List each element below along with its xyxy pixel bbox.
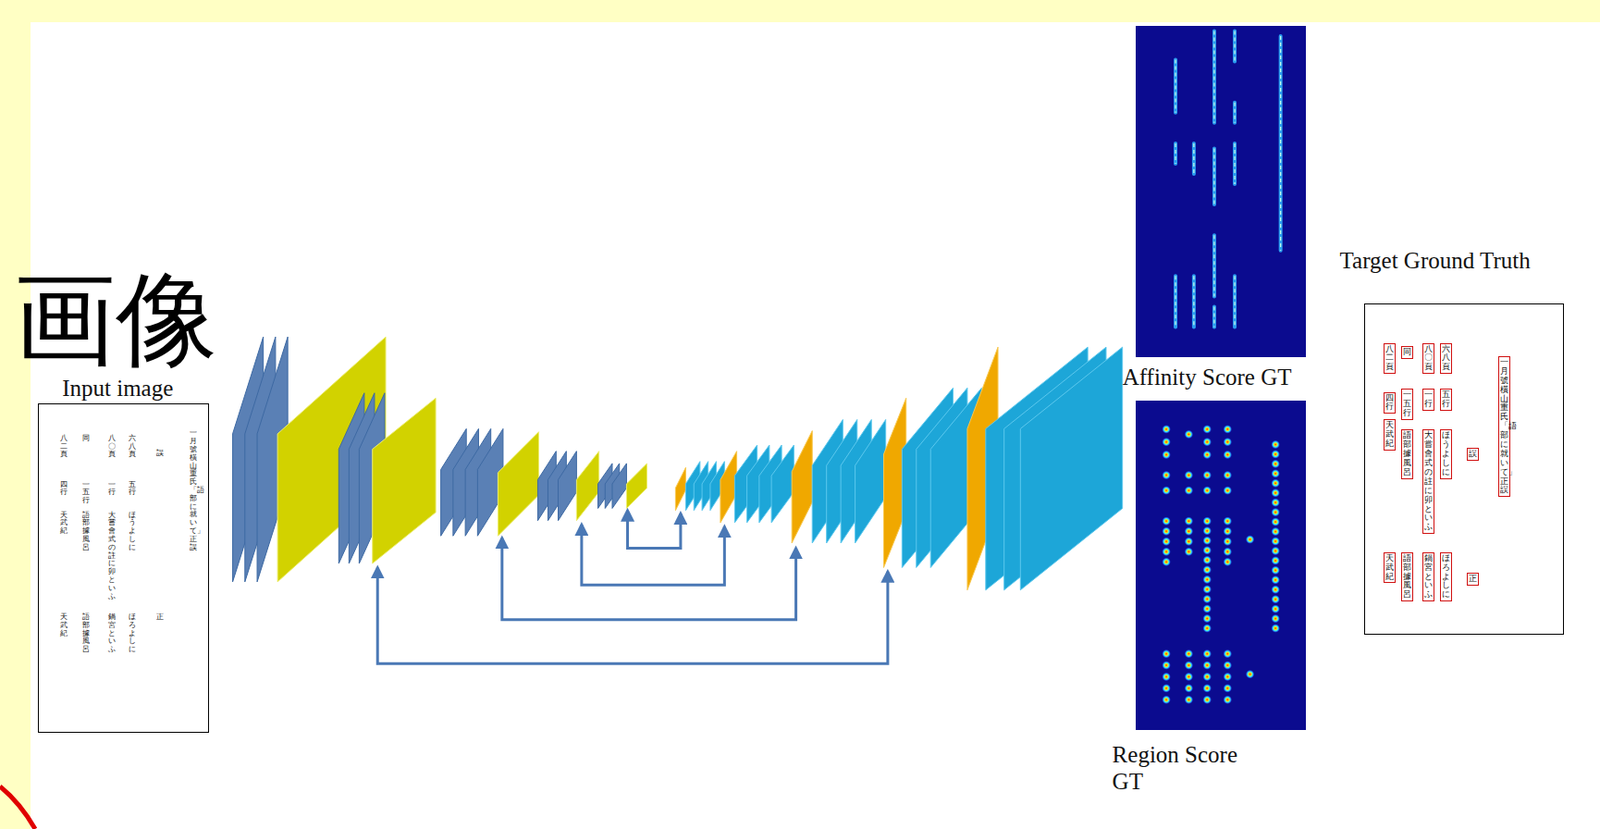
document-text: 一五行 (82, 480, 90, 505)
skip-connection (377, 566, 888, 664)
conv-layer (771, 444, 794, 523)
document-text: ほうよしに (128, 511, 136, 553)
region-text: 八〇頁 (1424, 344, 1433, 373)
region-text: 誤 (1468, 449, 1477, 459)
conv-layer (1020, 346, 1122, 591)
region-text: 六八頁 (1441, 344, 1451, 373)
panel-heading: Region Score GT (1112, 741, 1261, 796)
conv-layer (675, 467, 686, 510)
region-text: 五行 (1441, 390, 1451, 409)
document-text: ほろよしに (128, 613, 136, 654)
conv-layer (612, 463, 627, 509)
region-text: 大嘗會式の註に卯といふ (1424, 430, 1433, 532)
slide-decoration (0, 786, 36, 829)
region-text: 同 (1403, 347, 1412, 357)
document-image: Target Ground Truth一月號橫山重氏「語部に就いて」正誤誤六八頁… (1364, 303, 1564, 636)
text-region-box: 一五行 (1401, 388, 1414, 420)
slide-title: 画像 (13, 268, 218, 370)
document-text: 正 (156, 613, 164, 622)
region-text: ほろよしに (1441, 553, 1451, 600)
heatmap (1135, 400, 1306, 730)
text-region-box: ほろよしに (1440, 552, 1453, 602)
region-text: 天武紀 (1385, 553, 1394, 582)
region-text: 天武紀 (1385, 420, 1394, 449)
region-text: 語部據風呂 (1403, 553, 1412, 600)
skip-connection (581, 524, 725, 585)
text-region-box: 正 (1466, 572, 1479, 586)
text-region-box: 八〇頁 (1422, 343, 1435, 375)
document-text: 鍋宮といふ (108, 613, 116, 654)
text-region-box: 語部據風呂 (1401, 429, 1414, 479)
region-text: 八二頁 (1385, 344, 1394, 373)
document-text: 六八頁 (128, 434, 136, 459)
text-region-box: 六八頁 (1440, 343, 1453, 375)
text-region-box: 八二頁 (1383, 343, 1396, 375)
region-text: ほうよしに (1441, 430, 1451, 477)
document-text: 語部據風呂 (82, 511, 90, 553)
conv-layer (372, 397, 436, 564)
text-region-box: 同 (1401, 345, 1414, 359)
document-text: 一行 (108, 480, 116, 498)
document-text: 語部據風呂 (82, 613, 90, 654)
skip-connection (627, 510, 681, 549)
text-region-box: 五行 (1440, 388, 1453, 411)
conv-layer (626, 463, 647, 509)
panel-heading: Target Ground Truth (1340, 247, 1531, 275)
skip-connection (502, 537, 797, 619)
conv-layer (558, 451, 578, 521)
text-region-box: 一行 (1422, 388, 1435, 411)
region-text: 一五行 (1403, 390, 1412, 419)
document-text: 八二頁 (60, 434, 68, 459)
conv-layer (855, 418, 887, 543)
region-text: 鍋宮といふ (1424, 553, 1433, 600)
panel-heading: Affinity Score GT (1122, 364, 1293, 392)
document-text: 五行 (128, 480, 136, 498)
document-text: 天武紀 (60, 511, 68, 536)
document-text: 天武紀 (60, 613, 68, 638)
conv-layer (791, 430, 813, 543)
score-map: Affinity Score GT (1135, 25, 1306, 358)
region-text: 正 (1468, 574, 1477, 584)
conv-layer (576, 451, 599, 521)
document-image: Input image一月號橫山重氏「語部に就いて」正誤誤六八頁五行ほうよしに八… (37, 403, 210, 733)
text-region-box: 一月號橫山重氏「語部に就いて」正誤 (1498, 356, 1511, 497)
conv-layer (277, 336, 386, 582)
text-region-box: 四行 (1383, 392, 1396, 415)
document-text: 同 (82, 434, 90, 444)
region-text: 一行 (1424, 390, 1433, 409)
document-text: 大嘗會式の註に卯といふ (108, 511, 116, 602)
text-region-box: 大嘗會式の註に卯といふ (1422, 429, 1435, 534)
score-map: Region Score GT (1135, 400, 1306, 730)
heatmap (1135, 25, 1306, 358)
text-region-box: 鍋宮といふ (1422, 552, 1435, 602)
text-region-box: 誤 (1466, 447, 1479, 461)
text-region-box: 天武紀 (1383, 418, 1396, 451)
conv-layer (497, 431, 539, 537)
region-text: 語部據風呂 (1403, 430, 1412, 477)
panel-heading: Input image (61, 375, 173, 403)
document-text: 一月號橫山重氏「語部に就いて」正誤 (189, 429, 197, 552)
document-text: 誤 (156, 449, 164, 458)
text-region-box: ほうよしに (1440, 429, 1453, 479)
region-text: 四行 (1385, 393, 1394, 413)
region-text: 一月號橫山重氏「語部に就いて」正誤 (1500, 357, 1509, 495)
document-text: 八〇頁 (108, 434, 116, 459)
text-region-box: 語部據風呂 (1401, 552, 1414, 602)
text-region-box: 天武紀 (1383, 552, 1396, 584)
document-text: 四行 (60, 480, 68, 498)
